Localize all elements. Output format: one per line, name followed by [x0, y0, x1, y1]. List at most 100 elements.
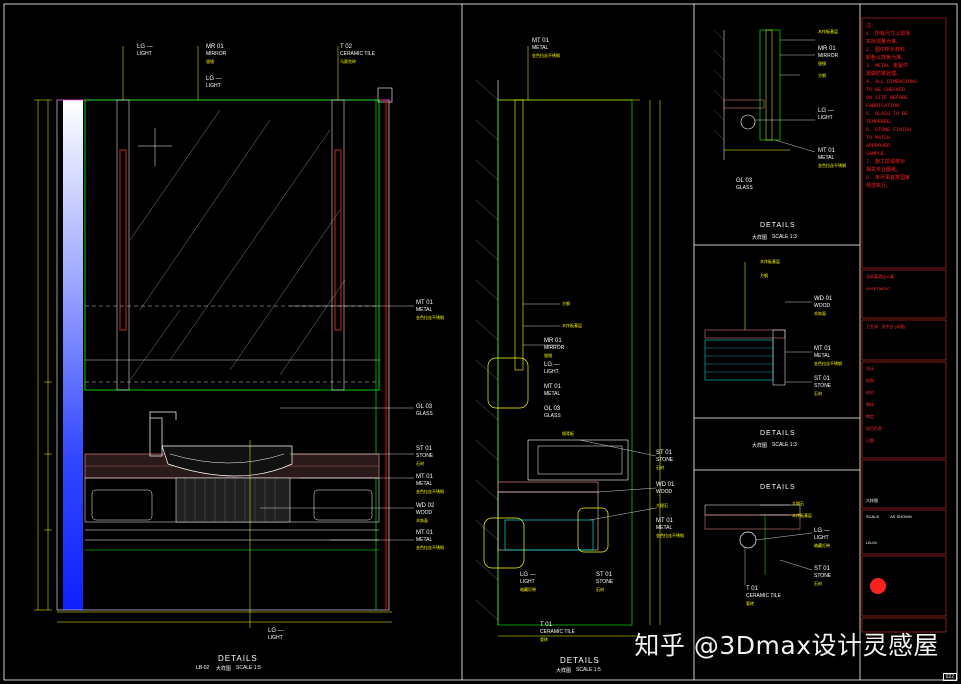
section-note-wall: 木作板基层 [562, 322, 582, 330]
tag-code: ST [814, 566, 822, 572]
tag-name: GLASS [416, 411, 433, 417]
main-details-subtitle: 大样图 [216, 666, 232, 672]
tag-cn: 银镜 [544, 353, 552, 358]
section-note-steel: 方钢 [562, 300, 570, 308]
tag-name: LIGHT [268, 635, 283, 641]
detail-a-note-steel: 方钢 [818, 72, 826, 80]
tag-code: MT [532, 38, 541, 44]
note-line: TO MATCH [866, 135, 891, 141]
tag-code: ST [596, 572, 604, 578]
detail-c-tag-light: LG — LIGHT 暗藏灯带 [814, 528, 830, 550]
note-line: TO BE CHECKED [866, 87, 906, 93]
tag-num: 03 [745, 178, 753, 184]
note-text: 方钢 [562, 301, 570, 306]
detail-b-title: DETAILS [760, 430, 796, 437]
tag-code: MR [544, 338, 554, 344]
tag-num: 01 [217, 44, 224, 50]
tag-code: ST [656, 450, 664, 456]
tag-name: STONE [814, 573, 832, 579]
tag-cn: 金色拉丝不锈钢 [416, 315, 444, 320]
tag-code: WD [656, 482, 666, 488]
general-notes: 注： 1. 所有尺寸以现场 实际测量为准。 2. 图中所示材料 颜色以样板为准。… [866, 22, 944, 190]
note-text: 方钢 [760, 273, 768, 278]
field-lead: 项目负责 [866, 426, 882, 431]
light-strip-left [116, 99, 130, 391]
scale-value: AS SHOWN [890, 514, 912, 519]
tag-num: 01 [555, 338, 562, 344]
center-cabinet [175, 477, 291, 523]
tag-num: — [827, 108, 834, 114]
section-tag-wood: WD 01 WOOD [656, 482, 674, 496]
tag-num: 02 [427, 503, 435, 509]
field-check: 校对 [866, 390, 874, 395]
tag-num: 01 [829, 46, 836, 52]
tag-light-top: LG — LIGHT [137, 44, 153, 58]
tag-name: MIRROR [206, 51, 227, 57]
detail-b-tag-stone: ST 01 STONE 石材 [814, 376, 831, 398]
note-text: 镜背板 [562, 431, 574, 436]
note-line: 3. METAL 金属件 [866, 63, 909, 69]
tag-num: — [553, 362, 560, 368]
tag-num: 01 [665, 450, 672, 456]
tag-name: LIGHT [814, 535, 829, 541]
note-line: SAMPLE. [866, 151, 888, 157]
watermark: 知乎 @3Dmax设计灵感屋 [634, 631, 939, 660]
tag-cn: 石材 [596, 587, 604, 592]
tag-code: MT [416, 474, 425, 480]
tag-name: CERAMIC TILE [340, 51, 375, 57]
field-draft: 绘图 [866, 378, 874, 383]
section-note-backing: 镜背板 [562, 430, 574, 438]
note-line: 实际测量为准。 [866, 39, 902, 45]
project-name-cn: 深圳某酒店公寓 [866, 274, 894, 279]
tag-name: STONE [656, 457, 674, 463]
tag-name: LIGHT [206, 83, 221, 89]
tag-name: MIRROR [544, 345, 565, 351]
tag-metal-1: MT 01 METAL 金色拉丝不锈钢 [416, 300, 444, 322]
note-text: 木作板基层 [792, 513, 812, 518]
tag-name: STONE [596, 579, 614, 585]
main-elevation [34, 46, 414, 628]
section-tag-stone-low: ST 01 STONE 石材 [596, 572, 613, 594]
tag-code: MR [818, 46, 828, 52]
tag-cn: 石材 [416, 461, 424, 466]
tag-name: LIGHT [544, 369, 559, 375]
tag-code: WD [814, 296, 824, 302]
tag-cn: 瓷砖 [746, 601, 754, 606]
note-line: 相关专业图纸。 [866, 167, 902, 173]
section-details-subtitle: 大样图 [556, 668, 572, 674]
note-text: 木作板基层 [562, 323, 582, 328]
note-text: 大理石 [792, 501, 804, 506]
drawing-title: 大样图 [866, 498, 878, 503]
tag-num: 01 [426, 474, 433, 480]
tag-code: MT [544, 384, 553, 390]
note-line: 7. 施工前请核对 [866, 159, 906, 165]
project-name-en: APARTMENT [866, 286, 891, 291]
note-text: 木作板基层 [760, 259, 780, 264]
detail-b-note-wall: 木作板基层 [760, 258, 780, 266]
tag-glass: GL 03 GLASS [416, 404, 433, 418]
detail-b-scale: SCALE 1:3 [772, 442, 797, 448]
tag-cn: 石材 [814, 391, 822, 396]
tag-cn: 银镜 [818, 61, 826, 66]
tag-light-mid: LG — LIGHT [206, 76, 222, 90]
tag-name: WOOD [656, 489, 673, 495]
main-details-title: DETAILS [218, 654, 258, 663]
detail-a-note-wall: 木作板基层 [818, 28, 838, 36]
light-strip-right [331, 99, 345, 391]
tag-name: METAL [416, 537, 433, 543]
tag-code: ST [416, 446, 424, 452]
section-tag-metal-top: MT 01 METAL 金色拉丝不锈钢 [532, 38, 560, 60]
tag-num: 03 [425, 404, 433, 410]
tag-cn: 金色拉丝不锈钢 [818, 163, 846, 168]
dimension-lines [34, 99, 392, 623]
tag-num: 02 [345, 44, 352, 50]
tag-name: METAL [416, 307, 433, 313]
tag-num: 01 [828, 148, 835, 154]
field-date: 日期 [866, 438, 874, 443]
tag-light-bottom: LG — LIGHT [268, 628, 284, 642]
tag-mirror-top: MR 01 MIRROR 银镜 [206, 44, 226, 66]
tag-name: LIGHT [520, 579, 535, 585]
tag-num: 01 [751, 586, 758, 592]
note-line: 4. ALL DIMENSIONS [866, 79, 918, 85]
